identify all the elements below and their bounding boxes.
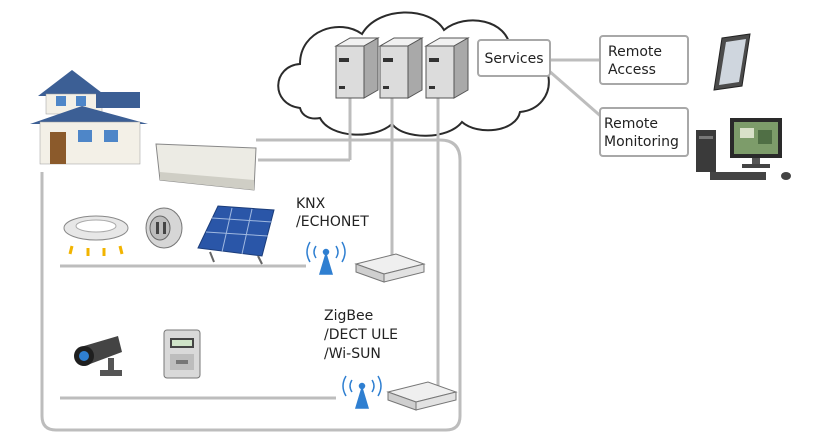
remote-monitoring-box (599, 107, 689, 157)
connection-lines (60, 58, 613, 400)
remote-access-label-line1: Remote (608, 44, 662, 60)
protocol-knx-line2: /ECHONET (296, 214, 369, 230)
air-conditioner-icon (155, 143, 257, 191)
gateway-device-1 (354, 253, 426, 283)
desktop-computer-icon (696, 118, 791, 180)
security-camera-icon (74, 336, 122, 376)
services-label: Services (484, 51, 543, 67)
smart-meter-icon (163, 329, 201, 379)
server-2 (378, 37, 424, 99)
wireless-signal-icon-1 (306, 241, 346, 275)
wireless-signal-icon-2 (342, 375, 382, 409)
protocol-zigbee-line3: /Wi-SUN (324, 346, 381, 362)
smart-plug-icon (145, 207, 183, 249)
protocol-zigbee-line2: /DECT ULE (324, 327, 398, 343)
tablet-icon (713, 33, 751, 91)
solar-panel-icon (197, 205, 275, 265)
remote-monitoring-label-line2: Monitoring (604, 134, 679, 150)
gateway-device-2 (386, 381, 458, 411)
remote-access-box (599, 35, 689, 85)
remote-monitoring-label-line1: Remote (604, 116, 658, 132)
server-3 (424, 37, 470, 99)
protocol-zigbee-line1: ZigBee (324, 308, 373, 324)
protocol-knx-line1: KNX (296, 196, 326, 212)
remote-access-label-line2: Access (608, 62, 656, 78)
services-box (477, 39, 551, 77)
server-1 (334, 37, 380, 99)
house-icon (30, 70, 148, 165)
ceiling-light-icon (63, 215, 129, 256)
home-network-boundary (40, 138, 462, 432)
